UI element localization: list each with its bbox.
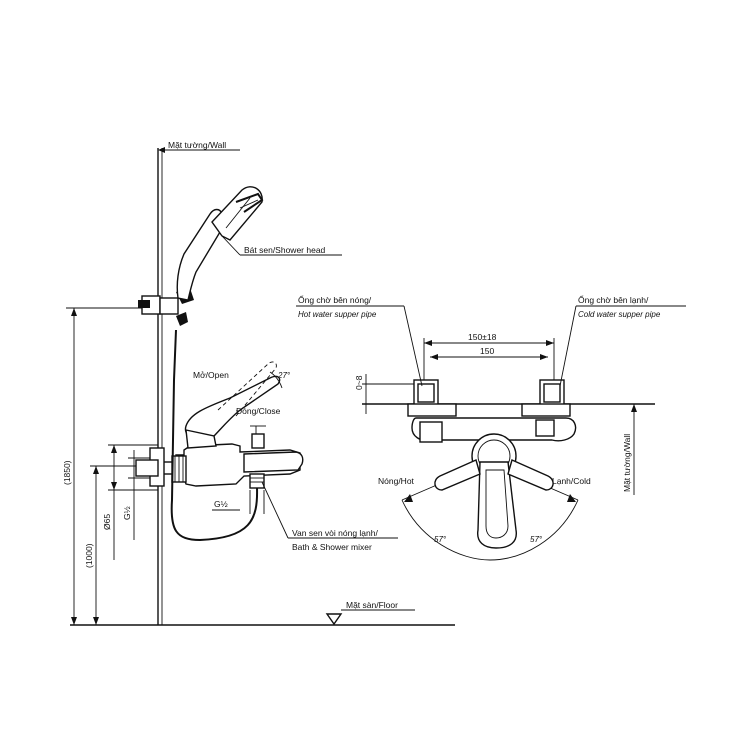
inlet-connector	[135, 459, 159, 477]
angle-right-label: 57°	[530, 535, 543, 544]
arc-arrow-icon	[404, 494, 413, 502]
wall-right-label: Mặt tường/Wall	[622, 434, 632, 492]
dim-arrow-icon	[540, 354, 548, 360]
dim-65-label: Ø65	[102, 514, 112, 530]
shower-head-leader	[221, 235, 241, 256]
lever-angle-arc	[269, 371, 283, 389]
shower-head-label: Bát sen/Shower head	[244, 245, 326, 255]
close-label: Đóng/Close	[236, 406, 281, 416]
dim-150-18-label: 150±18	[468, 332, 497, 342]
cold-label: Lạnh/Cold	[552, 476, 591, 486]
floor-label: Mặt sàn/Floor	[346, 600, 398, 610]
front-lever-center	[477, 461, 517, 549]
shower-outlet	[249, 473, 265, 489]
angle-left-label: 57°	[434, 535, 447, 544]
dim-150-label: 150	[480, 346, 494, 356]
hot-pipe-leader	[403, 305, 423, 387]
cold-pipe-label-vi: Ống chờ bên lạnh/	[578, 294, 649, 305]
dim-arrow-icon	[430, 354, 438, 360]
front-view: Mặt tường/Wall 0~8 150±18 150 Ống chờ bê…	[296, 294, 686, 561]
shower-hose	[170, 329, 259, 542]
front-mixer-bar	[411, 417, 577, 442]
front-hot-nut	[419, 421, 443, 443]
dim-arrow-icon	[93, 466, 99, 474]
hot-pipe-label-vi: Ống chờ bên nóng/	[298, 294, 372, 305]
dim-g-half-v-label: G½	[122, 506, 132, 520]
hot-supply-flange	[407, 403, 457, 417]
open-label: Mở/Open	[193, 370, 229, 380]
wall-arrow-icon	[158, 147, 165, 153]
dim-0-8-label: 0~8	[354, 375, 364, 390]
dim-arrow-icon	[546, 340, 554, 346]
lever-angle-label: 27°	[277, 371, 291, 380]
hot-label: Nóng/Hot	[378, 476, 415, 486]
cold-supply-flange	[521, 403, 571, 417]
mixer-leader	[261, 481, 289, 539]
hot-pipe-label-en: Hot water supper pipe	[298, 310, 377, 319]
dim-arrow-icon	[71, 308, 77, 316]
mixer-label-vi: Van sen vòi nóng lạnh/	[292, 528, 378, 538]
shower-handle	[176, 208, 227, 301]
dim-arrow-icon	[71, 617, 77, 625]
dim-arrow-icon	[93, 617, 99, 625]
front-lever-cold	[507, 459, 554, 491]
dim-arrow-icon	[424, 340, 432, 346]
dim-arrow-icon	[111, 482, 117, 490]
dim-1000-label: (1000)	[84, 543, 94, 568]
mixer-cartridge	[185, 429, 217, 449]
floor-marker-icon	[325, 613, 343, 626]
front-lever-hot	[434, 459, 481, 491]
diverter-knob	[251, 433, 265, 449]
dim-arrow-icon	[111, 445, 117, 453]
cold-pipe-label-en: Cold water supper pipe	[578, 310, 661, 319]
wall-top-label: Mặt tường/Wall	[168, 140, 226, 150]
arc-arrow-icon	[567, 494, 576, 502]
cold-pipe-leader	[559, 305, 577, 387]
shower-head	[211, 186, 263, 241]
shower-head-face	[235, 192, 264, 213]
dim-1850-label: (1850)	[62, 460, 72, 485]
side-view: Mặt tường/Wall Mặt sàn/Floor (1850) (100…	[62, 140, 455, 626]
front-cold-nut	[535, 419, 555, 437]
mixer-label-en: Bath & Shower mixer	[292, 542, 372, 552]
dim-g-half-h-label: G½	[214, 499, 228, 509]
mixer-spout	[243, 451, 304, 473]
bracket-holder	[159, 297, 179, 315]
rotation-arc	[401, 499, 579, 561]
